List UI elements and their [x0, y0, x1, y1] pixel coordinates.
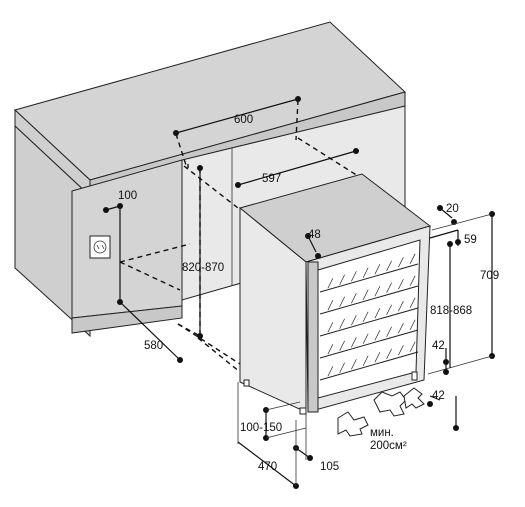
bottle-mark — [398, 279, 404, 290]
bottle-mark — [339, 296, 345, 307]
label-100-150: 100-150 — [240, 422, 282, 434]
bottle-mark — [362, 289, 369, 300]
label-ventilation-area: 200см² — [370, 440, 407, 452]
label-105: 105 — [320, 461, 339, 473]
label-597: 597 — [262, 173, 281, 185]
cooler-foot-left — [243, 379, 250, 387]
label-20: 20 — [446, 203, 459, 215]
bottle-mark — [398, 323, 404, 334]
bottle-mark — [386, 282, 392, 293]
wine-cooler — [238, 173, 432, 415]
bottle-mark — [339, 340, 345, 351]
power-socket-icon — [89, 235, 111, 259]
bottle-mark — [351, 337, 357, 348]
bottle-mark — [409, 297, 416, 308]
wine-bottles — [327, 253, 416, 377]
label-600: 600 — [234, 114, 253, 126]
bottle-mark — [409, 275, 416, 286]
cooler-foot-right — [299, 407, 307, 415]
bottle-mark — [362, 311, 369, 322]
label-580: 580 — [144, 340, 163, 352]
label-42-lower: 42 — [432, 390, 445, 402]
bottle-mark — [398, 257, 404, 268]
bottle-mark — [386, 326, 392, 337]
bottle-mark — [327, 322, 334, 333]
bottle-mark — [351, 315, 357, 326]
bottle-mark — [327, 278, 334, 289]
label-709: 709 — [480, 270, 499, 282]
dimension-lines — [103, 96, 495, 489]
bottle-mark — [339, 318, 345, 329]
label-42-upper: 42 — [432, 340, 445, 352]
bottle-mark — [351, 271, 357, 282]
bottle-mark — [374, 264, 381, 275]
bottle-mark — [362, 355, 369, 366]
vent-arrow-up — [403, 387, 425, 409]
label-ventilation-min: мин. — [370, 427, 394, 439]
bottle-mark — [351, 359, 357, 370]
bottle-mark — [327, 344, 334, 355]
bottle-mark — [398, 345, 404, 356]
label-100: 100 — [118, 190, 137, 202]
vent-arrow-in — [337, 411, 369, 437]
bottle-mark — [386, 348, 392, 359]
bottle-mark — [327, 300, 334, 311]
bottle-mark — [386, 260, 392, 271]
bottle-mark — [362, 333, 369, 344]
label-820-870: 820-870 — [182, 262, 224, 274]
cabinet-left-plinth — [71, 305, 183, 334]
bottle-mark — [409, 319, 416, 330]
ventilation-arrows — [337, 387, 425, 437]
dimension-labels: 600 597 100 820-870 580 20 48 59 709 818… — [118, 114, 499, 473]
cooler-handle — [307, 261, 319, 413]
bottle-mark — [409, 253, 416, 264]
bottle-mark — [386, 304, 392, 315]
bottle-mark — [374, 308, 381, 319]
cabinet-left-side — [14, 124, 91, 338]
bottle-mark — [327, 366, 334, 377]
cooler-foot-front — [411, 371, 418, 381]
bottle-mark — [339, 362, 345, 373]
label-59: 59 — [464, 234, 477, 246]
bottle-mark — [398, 301, 404, 312]
bottle-mark — [339, 274, 345, 285]
bottle-mark — [351, 293, 357, 304]
bottle-mark — [374, 286, 381, 297]
vent-arrow-out — [373, 391, 407, 417]
bottle-mark — [374, 330, 381, 341]
bottle-mark — [374, 352, 381, 363]
bottle-mark — [409, 341, 416, 352]
wine-shelves — [319, 263, 419, 381]
label-470: 470 — [258, 461, 277, 473]
label-818-868: 818-868 — [430, 305, 472, 317]
bottle-mark — [362, 267, 369, 278]
label-48: 48 — [308, 229, 321, 241]
